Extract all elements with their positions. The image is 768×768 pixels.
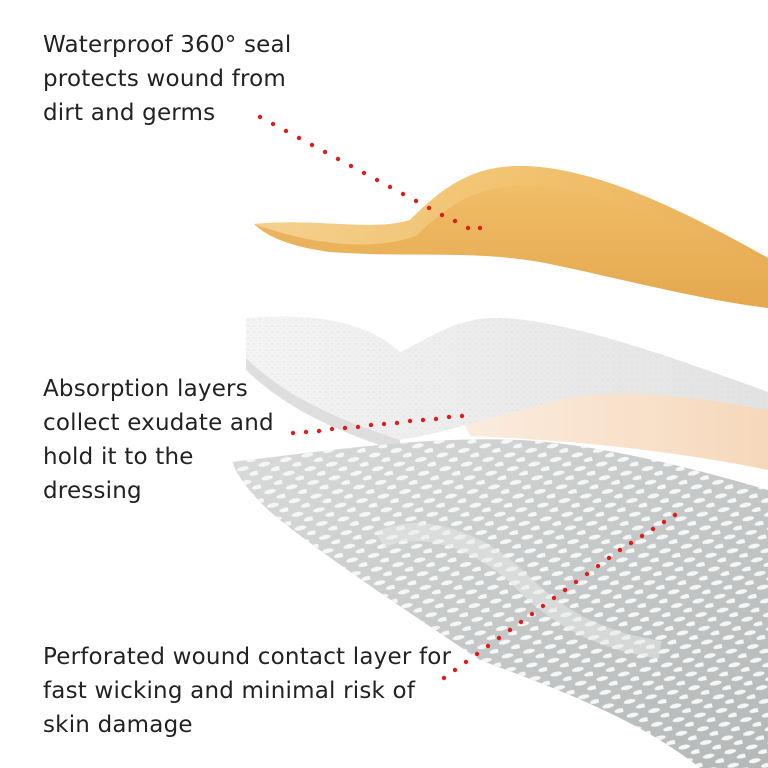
callout-absorption-line-1: Absorption layers: [43, 376, 248, 402]
absorption-layer: [246, 316, 768, 470]
callout-seal-line-1: Waterproof 360° seal: [43, 32, 292, 58]
callout-contact-layer: Perforated wound contact layer for fast …: [43, 640, 451, 742]
absorption-foam-edge: [246, 318, 400, 452]
leader-line-contact: [441, 512, 678, 681]
callout-seal-line-2: protects wound from: [43, 66, 287, 92]
seal-layer: [254, 166, 768, 308]
leader-lines: [257, 114, 678, 681]
callout-contact-line-2: fast wicking and minimal risk of: [43, 678, 416, 704]
leader-line-absorption: [290, 413, 465, 436]
seal-layer-surface: [254, 166, 768, 272]
callout-contact-line-3: skin damage: [43, 712, 193, 738]
callout-absorption-layers: Absorption layers collect exudate and ho…: [43, 372, 274, 508]
callout-absorption-line-2: collect exudate and: [43, 410, 274, 436]
leader-line-seal: [257, 114, 483, 231]
callout-absorption-line-3: hold it to the: [43, 444, 194, 470]
callout-contact-line-1: Perforated wound contact layer for: [43, 644, 452, 670]
callout-seal-line-3: dirt and germs: [43, 100, 216, 126]
callout-absorption-line-4: dressing: [43, 478, 142, 504]
callout-waterproof-seal: Waterproof 360° seal protects wound from…: [43, 28, 291, 130]
